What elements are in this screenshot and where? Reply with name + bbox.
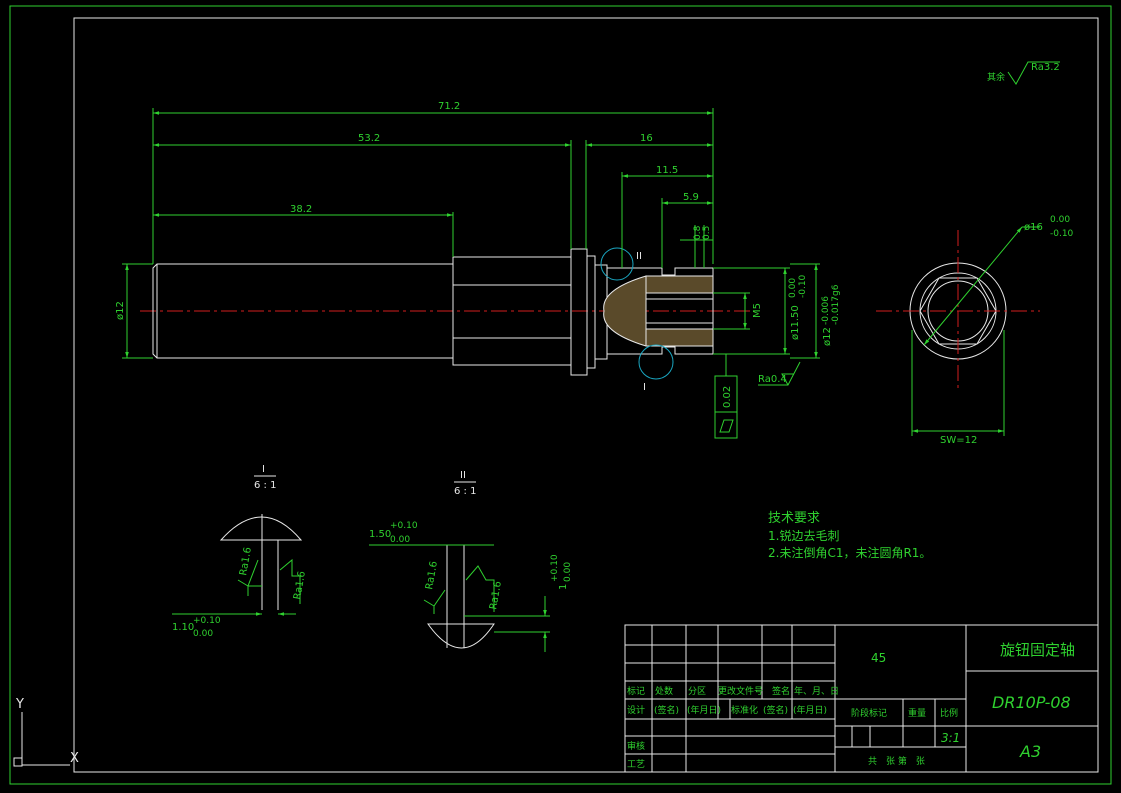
svg-text:+0.10: +0.10 <box>550 554 560 582</box>
hex-end-view: SW=12 ø16 0.00 -0.10 <box>876 215 1074 446</box>
svg-text:其余: 其余 <box>987 71 1005 83</box>
svg-text:共 张 第 张: 共 张 第 张 <box>868 755 925 767</box>
svg-text:I: I <box>262 464 265 475</box>
svg-text:年、月、日: 年、月、日 <box>794 685 839 697</box>
svg-text:标准化: 标准化 <box>731 704 758 716</box>
svg-text:Ra1.6: Ra1.6 <box>488 580 504 610</box>
shaft-main-view: II I <box>140 247 755 393</box>
svg-text:I: I <box>643 382 646 393</box>
svg-text:签名: 签名 <box>772 685 790 697</box>
svg-text:5.9: 5.9 <box>683 192 699 203</box>
detail-circle-i <box>638 344 674 380</box>
svg-text:-0.006: -0.006 <box>821 296 831 325</box>
main-dimensions: 71.2 53.2 16 38.2 11.5 5.9 0.8 0.5 ø12 M… <box>115 101 841 439</box>
ucs-icon: Y X <box>13 697 79 767</box>
svg-text:-0.017g6: -0.017g6 <box>831 284 841 325</box>
svg-text:标记: 标记 <box>627 685 645 697</box>
svg-text:0.8: 0.8 <box>693 225 703 240</box>
svg-text:-0.10: -0.10 <box>798 274 808 298</box>
svg-text:阶段标记: 阶段标记 <box>851 707 887 719</box>
detail-ii: II 6 : 1 1.50 +0.10 0.00 Ra1.6 Ra1.6 1 +… <box>369 470 573 652</box>
svg-text:审核: 审核 <box>627 740 645 752</box>
svg-text:(年月日): (年月日) <box>687 704 721 716</box>
svg-text:II: II <box>460 470 466 481</box>
detail-i: I 6 : 1 Ra1.6 Ra1.6 1.10 +0.10 0.00 <box>172 464 308 639</box>
svg-text:6 : 1: 6 : 1 <box>454 486 476 497</box>
svg-text:分区: 分区 <box>688 686 706 697</box>
svg-text:0.00: 0.00 <box>193 629 213 639</box>
svg-text:Y: Y <box>15 697 24 712</box>
svg-text:ø12: ø12 <box>822 327 833 346</box>
svg-text:1: 1 <box>558 584 569 590</box>
svg-text:Ra3.2: Ra3.2 <box>1031 62 1060 73</box>
svg-text:Ra1.6: Ra1.6 <box>292 570 308 600</box>
inner-border <box>73 17 1099 773</box>
svg-text:SW=12: SW=12 <box>940 435 977 446</box>
svg-text:1.10: 1.10 <box>172 622 194 633</box>
svg-text:0.02: 0.02 <box>722 386 733 408</box>
svg-text:技术要求: 技术要求 <box>768 511 820 526</box>
svg-text:16: 16 <box>640 133 653 144</box>
svg-text:DR10P-08: DR10P-08 <box>992 693 1071 712</box>
svg-text:设计: 设计 <box>627 704 645 716</box>
svg-text:6 : 1: 6 : 1 <box>254 480 276 491</box>
svg-text:38.2: 38.2 <box>290 204 312 215</box>
svg-text:旋钮固定轴: 旋钮固定轴 <box>1000 641 1075 659</box>
svg-text:A3: A3 <box>1019 742 1041 761</box>
svg-text:ø11.50: ø11.50 <box>790 305 801 340</box>
technical-requirements: 技术要求 1.锐边去毛刺 2.未注倒角C1，未注圆角R1。 <box>768 511 931 560</box>
detail-circle-ii <box>600 247 634 281</box>
svg-text:0.00: 0.00 <box>563 562 573 582</box>
svg-text:0.00: 0.00 <box>788 278 798 298</box>
svg-text:0.00: 0.00 <box>1050 215 1070 225</box>
svg-text:工艺: 工艺 <box>627 759 645 770</box>
svg-text:+0.10: +0.10 <box>390 521 418 531</box>
svg-text:3:1: 3:1 <box>941 731 960 745</box>
svg-text:(签名): (签名) <box>654 704 679 716</box>
svg-text:更改文件号: 更改文件号 <box>718 685 763 697</box>
svg-text:0.5: 0.5 <box>702 226 712 240</box>
svg-text:Ra1.6: Ra1.6 <box>238 546 254 576</box>
svg-text:II: II <box>636 251 642 262</box>
svg-text:Ra1.6: Ra1.6 <box>424 560 440 590</box>
svg-text:ø16: ø16 <box>1024 222 1043 233</box>
svg-text:处数: 处数 <box>655 685 673 697</box>
svg-text:0.00: 0.00 <box>390 535 410 545</box>
svg-text:Ra0.4: Ra0.4 <box>758 374 787 385</box>
svg-text:53.2: 53.2 <box>358 133 380 144</box>
title-block: 45 旋钮固定轴 DR10P-08 A3 3:1 标记 处数 分区 更改文件号 … <box>624 624 1099 773</box>
svg-text:比例: 比例 <box>940 707 958 719</box>
svg-text:+0.10: +0.10 <box>193 616 221 626</box>
svg-text:重量: 重量 <box>908 707 926 719</box>
svg-text:M5: M5 <box>752 303 763 318</box>
svg-text:45: 45 <box>871 651 886 665</box>
svg-text:-0.10: -0.10 <box>1050 229 1074 239</box>
svg-text:71.2: 71.2 <box>438 101 460 112</box>
svg-text:X: X <box>70 751 79 766</box>
svg-text:1.50: 1.50 <box>369 529 391 540</box>
svg-text:11.5: 11.5 <box>656 165 678 176</box>
roughness-other-symbol: 其余 Ra3.2 <box>987 61 1060 85</box>
svg-text:1.锐边去毛刺: 1.锐边去毛刺 <box>768 529 839 543</box>
svg-text:2.未注倒角C1，未注圆角R1。: 2.未注倒角C1，未注圆角R1。 <box>768 545 931 560</box>
outer-border <box>9 5 1112 785</box>
svg-text:(签名): (签名) <box>763 704 788 716</box>
svg-text:(年月日): (年月日) <box>793 704 827 716</box>
svg-text:ø12: ø12 <box>115 301 126 320</box>
